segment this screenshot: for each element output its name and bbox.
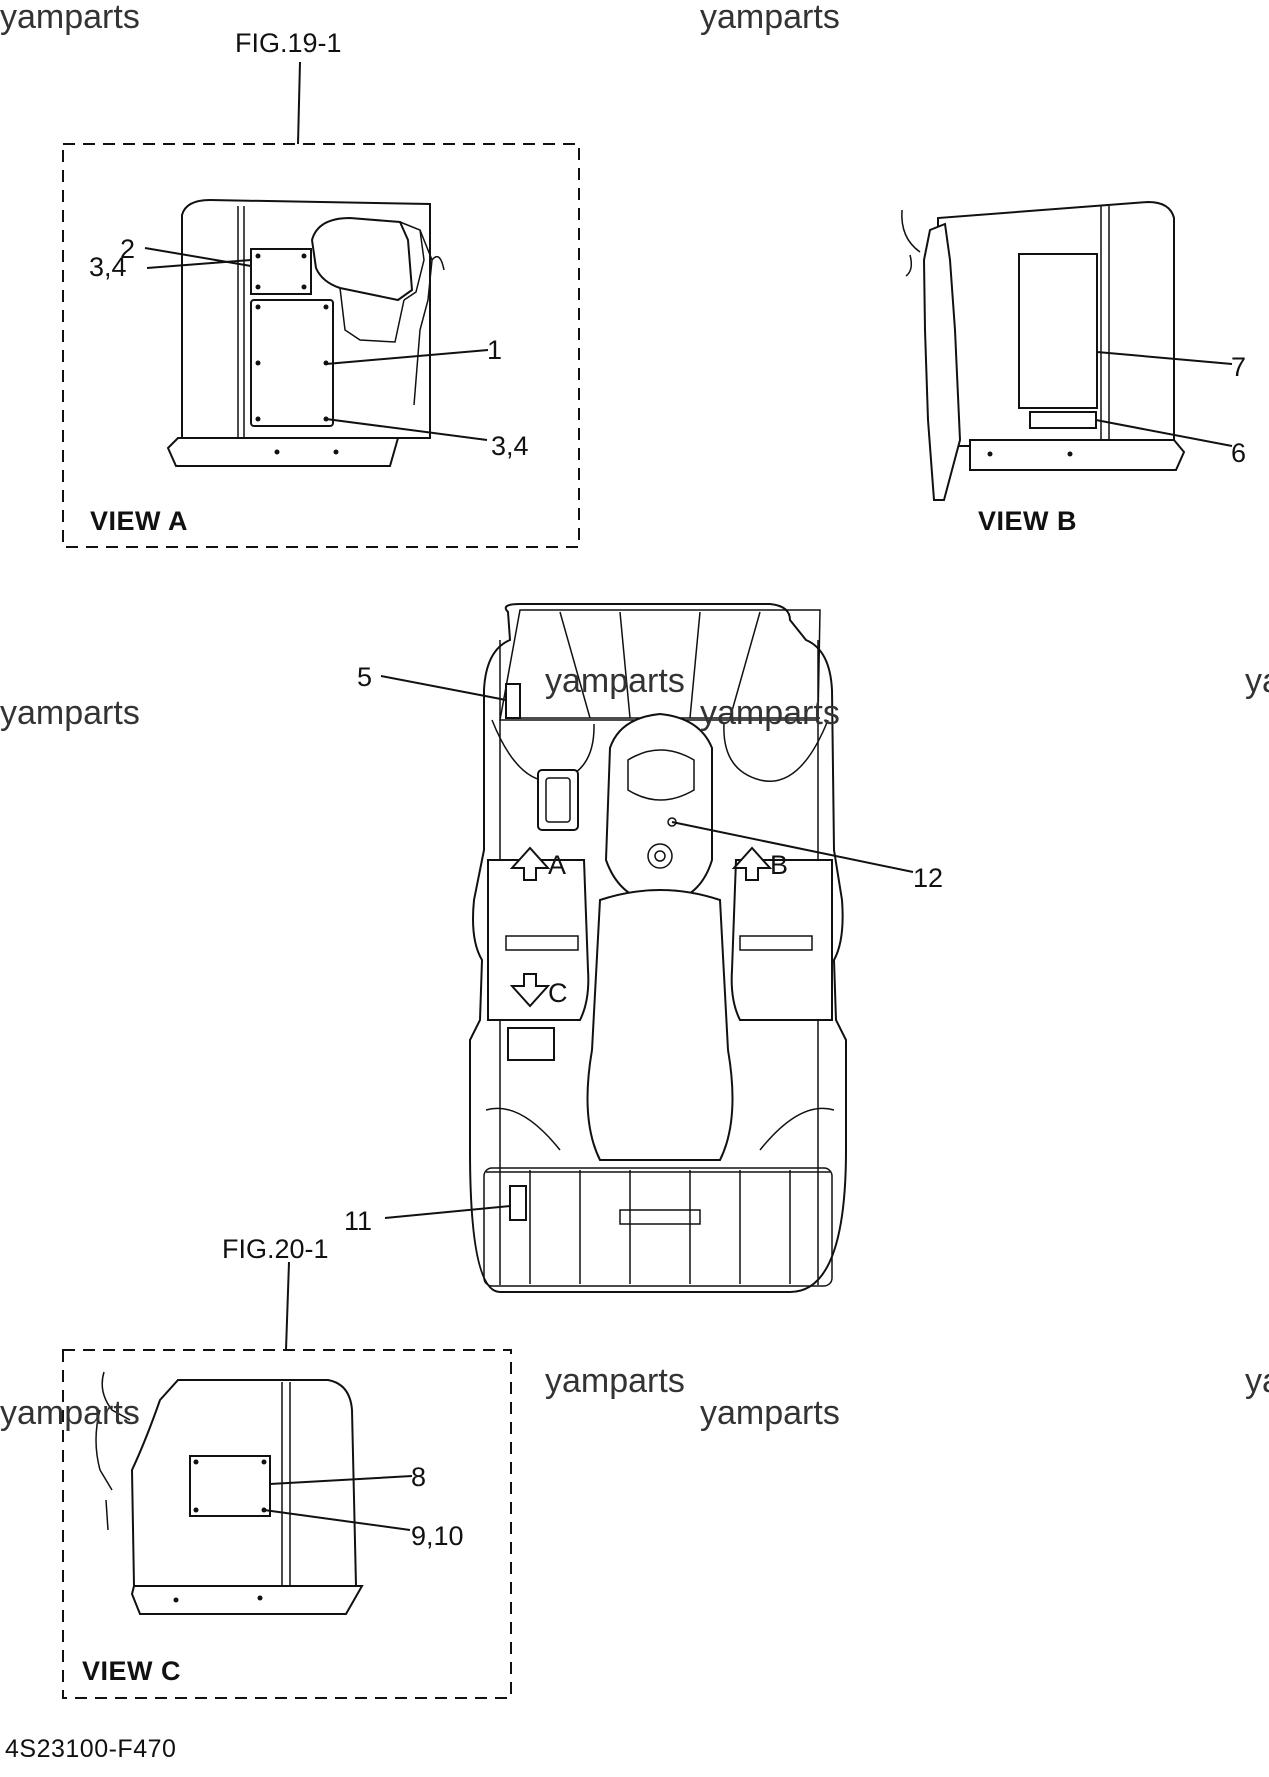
watermark: ya — [1245, 662, 1269, 700]
fig19-leader — [297, 61, 301, 145]
rear-fender-plate — [507, 1027, 555, 1061]
label-1-plate — [250, 299, 334, 427]
seat — [586, 889, 734, 1161]
watermark: yamparts — [0, 694, 140, 732]
right-floorboard — [730, 859, 833, 1021]
atv-top-view: A B C — [469, 603, 847, 1293]
arrow-c-icon: C — [509, 973, 568, 1008]
rear-rack — [483, 1167, 833, 1287]
leader-11 — [384, 1205, 511, 1219]
watermark: yamparts — [0, 1394, 140, 1432]
label-7-plate — [1018, 253, 1098, 409]
arrow-a-icon: A — [509, 846, 566, 881]
leader-7 — [1096, 351, 1233, 365]
callout-6: 6 — [1231, 438, 1246, 468]
fig20-leader — [285, 1261, 290, 1351]
callout-8: 8 — [411, 1462, 426, 1492]
callout-12: 12 — [913, 863, 943, 893]
label-2-plate — [250, 248, 312, 295]
leader-3-4-top — [146, 259, 252, 269]
arrow-a-letter: A — [548, 850, 566, 880]
leader-6 — [1095, 419, 1233, 447]
steering-cowl — [604, 712, 713, 906]
leader-9-10 — [263, 1509, 411, 1531]
leader-2 — [144, 247, 252, 267]
callout-5: 5 — [357, 662, 372, 692]
drawing-code: 4S23100-F470 — [5, 1735, 176, 1763]
callout-1: 1 — [487, 335, 502, 365]
watermark: ya — [1245, 1362, 1269, 1400]
label-5-plate — [505, 683, 521, 719]
yamaha-emblem — [619, 1209, 701, 1225]
left-floorboard — [487, 859, 590, 1021]
leader-12 — [671, 821, 914, 873]
watermark: yamparts — [700, 0, 840, 36]
label-8-plate — [189, 1455, 271, 1517]
view-a-fender-drawing — [166, 198, 445, 467]
fig20-ref-label: FIG.20-1 — [222, 1234, 329, 1264]
view-a-title: VIEW A — [90, 506, 188, 536]
view-a-lower-strip — [166, 437, 400, 467]
view-c-panel: FIG.20-1 8 9,10 VIEW C — [62, 1234, 512, 1699]
view-c-lower-strip — [130, 1585, 364, 1615]
view-c-title: VIEW C — [82, 1656, 181, 1686]
leader-5 — [380, 675, 507, 701]
fig19-ref-label: FIG.19-1 — [235, 28, 342, 58]
view-b-title: VIEW B — [978, 506, 1077, 536]
callout-3-4-bottom: 3,4 — [491, 431, 529, 461]
watermark: yamparts — [545, 1362, 685, 1400]
callout-11: 11 — [344, 1206, 372, 1236]
view-a-upper-part — [310, 216, 414, 302]
leader-3-4-bottom — [325, 418, 488, 441]
arrow-c-letter: C — [548, 978, 568, 1008]
label-11-plate — [509, 1185, 527, 1221]
watermark: yamparts — [700, 1394, 840, 1432]
leader-8 — [269, 1475, 413, 1485]
watermark: yamparts — [545, 662, 685, 700]
leader-1 — [325, 349, 489, 365]
callout-9-10: 9,10 — [411, 1521, 464, 1551]
view-b-fender-drawing — [901, 200, 1186, 501]
callout-3-4-top: 3,4 — [89, 252, 127, 282]
view-b-front-part — [922, 222, 962, 501]
view-b-panel: 7 6 VIEW B — [901, 200, 1246, 536]
view-a-panel: FIG.19-1 2 — [62, 28, 580, 548]
arrow-b-letter: B — [770, 850, 788, 880]
left-switch-unit — [537, 769, 579, 831]
callout-7: 7 — [1231, 352, 1246, 382]
arrow-b-icon: B — [731, 846, 788, 881]
callout-2: 2 — [120, 234, 135, 264]
watermark: yamparts — [700, 694, 840, 732]
label-6-plate — [1029, 411, 1097, 429]
view-c-fender-drawing — [95, 1371, 364, 1615]
watermark: yamparts — [0, 0, 140, 36]
view-b-lower-strip — [969, 439, 1186, 471]
